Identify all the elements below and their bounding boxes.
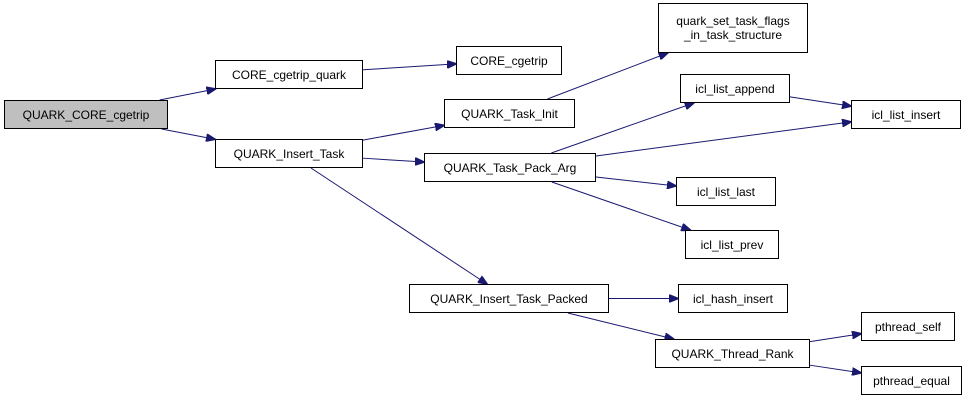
edge-quark-task-init-to-quark-set-task-flags [547,53,667,100]
node-quark-thread-rank[interactable]: QUARK_Thread_Rank [655,339,810,368]
node-icl-hash-insert[interactable]: icl_hash_insert [678,284,788,313]
node-icl-list-append[interactable]: icl_list_append [680,74,790,103]
edge-quark-insert-task-packed-to-quark-thread-rank [567,312,674,339]
node-quark-insert-task[interactable]: QUARK_Insert_Task [215,139,363,168]
edge-quark-insert-task-to-quark-task-pack-arg [362,158,424,162]
node-icl-list-last[interactable]: icl_list_last [676,177,776,206]
edge-quark-task-pack-arg-to-icl-list-insert [595,122,851,157]
node-pthread-equal[interactable]: pthread_equal [861,366,962,395]
node-icl-list-prev[interactable]: icl_list_prev [685,230,779,259]
node-quark-task-init[interactable]: QUARK_Task_Init [444,99,575,128]
edge-core-cgetrip-quark-to-core-cgetrip [362,64,456,71]
edge-icl-list-append-to-icl-list-insert [789,96,851,106]
edge-root-to-core-cgetrip-quark [159,89,216,101]
node-icl-list-insert[interactable]: icl_list_insert [851,100,961,129]
node-quark-core-cgetrip: QUARK_CORE_cgetrip [4,100,168,129]
edge-root-to-quark-insert-task [161,128,215,139]
edge-quark-thread-rank-to-pthread-equal [809,364,861,373]
edge-quark-task-pack-arg-to-icl-list-prev [551,181,690,230]
edge-quark-task-pack-arg-to-icl-list-append [551,103,693,154]
edge-quark-task-pack-arg-to-icl-list-last [595,176,676,186]
edge-quark-insert-task-to-quark-task-init [362,125,444,141]
edge-layer [159,53,861,373]
node-pthread-self[interactable]: pthread_self [861,312,955,341]
node-quark-insert-task-packed[interactable]: QUARK_Insert_Task_Packed [409,284,609,313]
node-quark-task-pack-arg[interactable]: QUARK_Task_Pack_Arg [424,153,596,182]
node-core-cgetrip[interactable]: CORE_cgetrip [456,46,562,75]
node-quark-set-task-flags-in-task-structure[interactable]: quark_set_task_flags _in_task_structure [658,3,808,53]
edge-quark-insert-task-to-quark-insert-task-packed [310,167,487,284]
edge-quark-thread-rank-to-pthread-self [809,334,861,343]
node-core-cgetrip-quark[interactable]: CORE_cgetrip_quark [215,60,363,89]
